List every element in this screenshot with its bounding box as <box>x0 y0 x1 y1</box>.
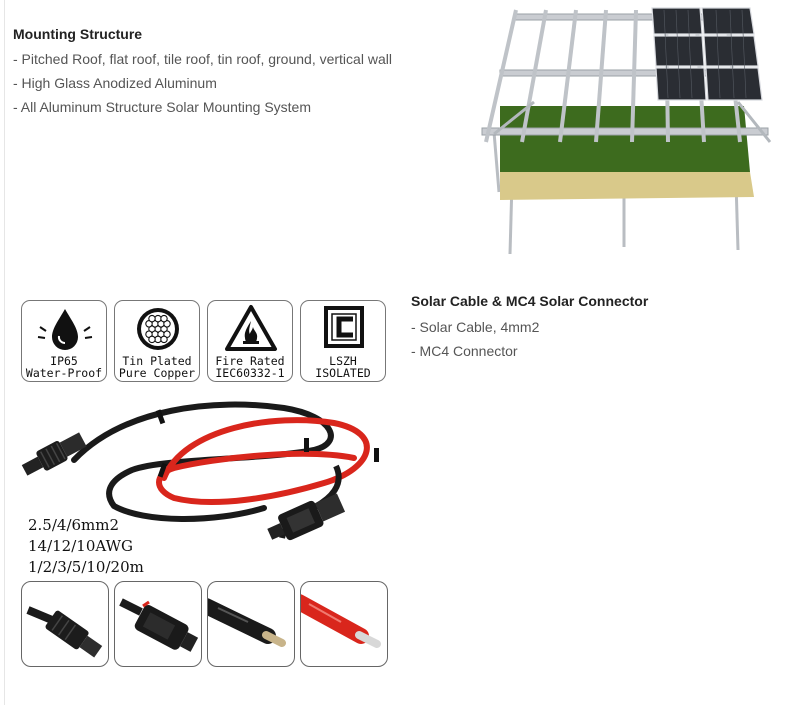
spec-length: 1/2/3/5/10/20m <box>28 558 144 576</box>
badge-tin-line1: Tin Plated <box>122 354 192 368</box>
badge-ip65-line1: IP65 <box>50 354 78 368</box>
copper-strand-icon <box>137 308 179 350</box>
mounting-bullet-1: - Pitched Roof, flat roof, tile roof, ti… <box>13 51 392 67</box>
cable-title: Solar Cable & MC4 Solar Connector <box>411 293 649 309</box>
badge-fire-line1: Fire Rated <box>215 354 285 368</box>
thumb-mc4-male <box>21 581 109 667</box>
badge-ip65-line2: Water-Proof <box>25 366 103 380</box>
badge-ip65: IP65 Water-Proof <box>21 300 107 382</box>
thumb-mc4-female <box>114 581 202 667</box>
thumb-red-cable <box>300 581 388 667</box>
spec-size: 2.5/4/6mm2 <box>28 516 120 534</box>
badge-lszh-line1: LSZH <box>329 354 357 368</box>
thumb-black-cable <box>207 581 295 667</box>
badge-lszh-line2: ISOLATED <box>315 366 371 380</box>
mounting-bullet-2: - High Glass Anodized Aluminum <box>13 75 217 91</box>
spec-awg: 14/12/10AWG <box>28 537 133 555</box>
badge-tin-line2: Pure Copper <box>118 366 196 380</box>
badge-tin-plated: Tin Plated Pure Copper <box>114 300 200 382</box>
badge-lszh: LSZH ISOLATED <box>300 300 386 382</box>
cable-bullet-2: - MC4 Connector <box>411 343 518 359</box>
badge-fire-line2: IEC60332-1 <box>215 366 285 380</box>
mounting-title: Mounting Structure <box>13 26 143 42</box>
solar-cable-image <box>21 401 379 541</box>
water-drop-icon <box>37 309 93 350</box>
mounting-bullet-3: - All Aluminum Structure Solar Mounting … <box>13 99 312 115</box>
lszh-c-icon <box>324 306 364 348</box>
mounting-structure-image <box>474 2 786 260</box>
badge-fire-rated: Fire Rated IEC60332-1 <box>207 300 293 382</box>
fire-warning-icon <box>225 305 277 351</box>
cable-bullet-1: - Solar Cable, 4mm2 <box>411 319 540 335</box>
page-left-border <box>4 0 5 705</box>
